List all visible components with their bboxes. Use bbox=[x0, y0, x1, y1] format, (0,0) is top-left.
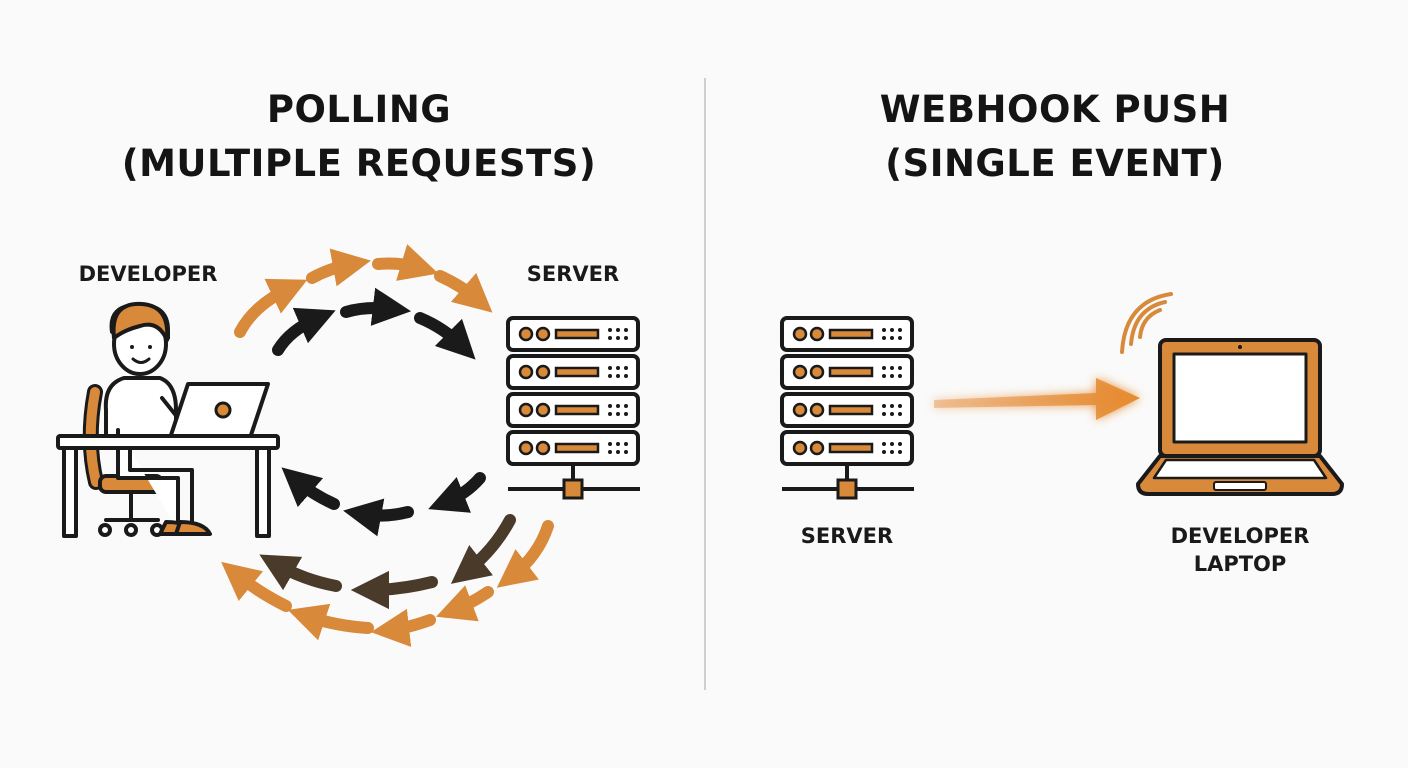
arrow-icon bbox=[372, 244, 439, 281]
laptop-label-line1: DEVELOPER bbox=[1171, 524, 1310, 548]
arrow-icon bbox=[370, 608, 436, 647]
arrow-icon bbox=[350, 570, 438, 610]
server-unit bbox=[506, 430, 640, 466]
arrow-icon bbox=[234, 278, 308, 338]
arrow-icon bbox=[436, 585, 494, 622]
server-label-right: SERVER bbox=[801, 524, 893, 548]
webhook-push-arrow bbox=[934, 378, 1140, 420]
person-icon bbox=[103, 301, 212, 536]
developer-laptop-icon bbox=[1136, 338, 1344, 496]
polling-request-arrows bbox=[221, 244, 554, 647]
desk-icon bbox=[56, 434, 280, 538]
server-rack-icon-right bbox=[780, 316, 914, 500]
server-unit bbox=[780, 354, 914, 390]
webhook-title-line2: (SINGLE EVENT) bbox=[885, 142, 1225, 185]
wifi-signal-icon bbox=[1120, 292, 1173, 354]
arrow-icon bbox=[287, 603, 374, 641]
arrow-icon bbox=[340, 287, 412, 326]
polling-title-line2: (MULTIPLE REQUESTS) bbox=[122, 142, 597, 185]
server-unit bbox=[506, 316, 640, 352]
arrow-icon bbox=[934, 378, 1140, 420]
arrow-icon bbox=[343, 498, 414, 537]
arrow-icon bbox=[434, 270, 493, 313]
polling-title-line1: POLLING bbox=[267, 88, 451, 131]
server-label-left: SERVER bbox=[527, 262, 619, 286]
server-unit bbox=[506, 354, 640, 390]
server-rack-icon bbox=[506, 316, 640, 500]
arrow-icon bbox=[428, 472, 486, 513]
developer-label: DEVELOPER bbox=[79, 262, 218, 286]
server-unit bbox=[780, 316, 914, 352]
arrow-icon bbox=[259, 554, 342, 592]
server-unit bbox=[506, 392, 640, 428]
arrow-icon bbox=[281, 467, 340, 510]
developer-at-desk bbox=[56, 301, 280, 538]
arrow-icon bbox=[414, 312, 476, 360]
arrow-icon bbox=[221, 561, 292, 612]
server-unit bbox=[780, 430, 914, 466]
arrow-icon bbox=[450, 514, 516, 584]
laptop-label-line2: LAPTOP bbox=[1194, 552, 1287, 576]
arrow-icon bbox=[496, 520, 554, 588]
arrow-icon bbox=[306, 248, 371, 287]
webhook-title-line1: WEBHOOK PUSH bbox=[880, 88, 1231, 131]
arrow-icon bbox=[272, 307, 336, 356]
server-unit bbox=[780, 392, 914, 428]
